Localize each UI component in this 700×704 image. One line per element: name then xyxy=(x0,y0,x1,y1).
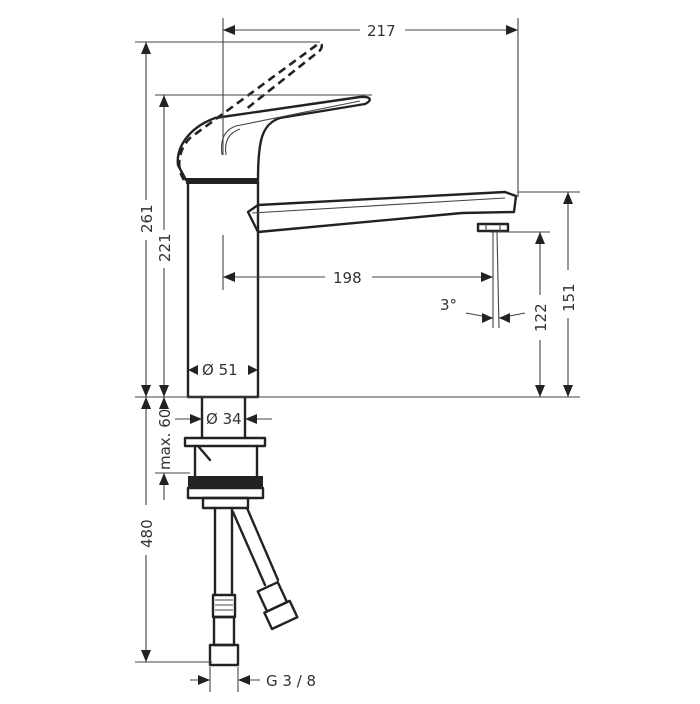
dim-spout-reach: 198 xyxy=(333,269,362,287)
dim-body-diameter: Ø 51 xyxy=(202,361,238,379)
dim-spout-angle: 3° xyxy=(440,296,457,314)
dim-outlet-height: 122 xyxy=(532,303,550,332)
dimension-lines xyxy=(135,18,580,692)
dim-spout-height: 151 xyxy=(560,283,578,312)
dim-hose-length: 480 xyxy=(138,519,156,548)
dim-height-closed: 221 xyxy=(156,233,174,262)
dim-max-deck: max. 60 xyxy=(156,409,174,470)
dim-connection-thread: G 3 / 8 xyxy=(266,672,316,690)
dim-height-raised: 261 xyxy=(138,204,156,233)
faucet-outline xyxy=(176,42,518,667)
dim-shank-diameter: Ø 34 xyxy=(206,410,242,428)
dim-total-reach: 217 xyxy=(367,22,396,40)
